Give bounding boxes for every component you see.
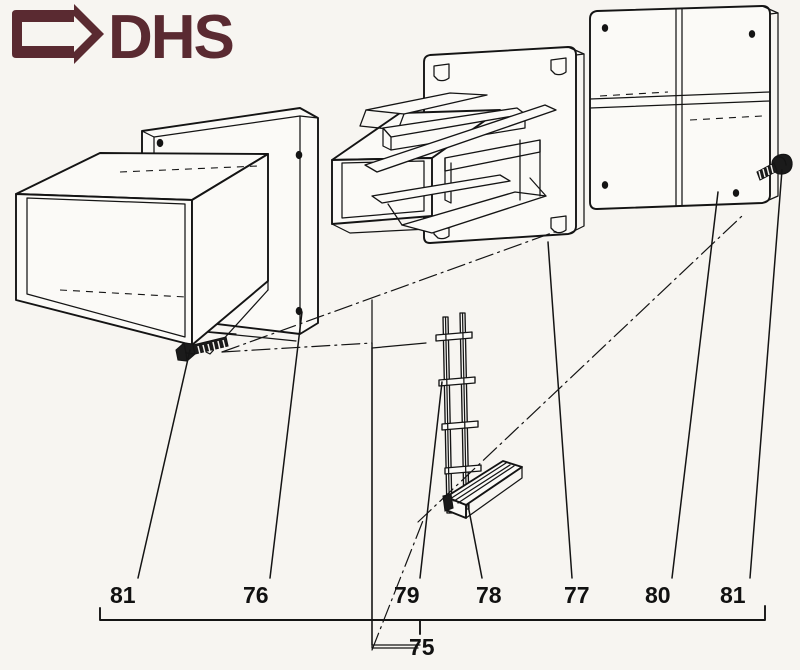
leader-77 bbox=[547, 241, 573, 579]
cover-hole-tr bbox=[748, 30, 756, 38]
callout-label-81-right: 81 bbox=[720, 582, 746, 608]
leader-81-right bbox=[749, 169, 783, 579]
cover-hole-br bbox=[732, 189, 740, 197]
part-78-channel-rail bbox=[442, 460, 523, 519]
callout-label-81-left: 81 bbox=[110, 582, 136, 608]
dhs-wordmark: DHS bbox=[108, 3, 235, 72]
ladder-rung-3 bbox=[441, 420, 479, 431]
flange-hole-tl bbox=[156, 138, 164, 148]
leader-79 bbox=[419, 381, 443, 579]
cover-hole-bl bbox=[601, 181, 609, 189]
leader-78 bbox=[467, 504, 483, 579]
callout-label-79: 79 bbox=[394, 582, 420, 608]
part-80-four-panel-cover-plate bbox=[589, 5, 779, 210]
ladder-rung-1 bbox=[435, 331, 473, 342]
callout-label-77: 77 bbox=[564, 582, 590, 608]
part-76-duct-housing-with-flange bbox=[15, 107, 319, 355]
callout-leader-lines bbox=[137, 169, 783, 579]
dhs-logo-svg: DHS bbox=[12, 3, 235, 72]
cover-hole-tl bbox=[601, 24, 609, 32]
part-81-round-screw-right bbox=[756, 153, 793, 181]
callout-label-78: 78 bbox=[476, 582, 502, 608]
dhs-logo: DHS bbox=[8, 2, 288, 72]
leader-81-left bbox=[137, 349, 191, 579]
ladder-rung-2 bbox=[438, 376, 476, 387]
callout-label-80: 80 bbox=[645, 582, 671, 608]
assembly-bracket-75 bbox=[99, 605, 766, 635]
duct-box-76 bbox=[15, 152, 269, 355]
part-81-hex-bolt-left bbox=[175, 336, 229, 362]
flange-hole-br bbox=[295, 306, 303, 316]
louver-vanes-77 bbox=[359, 92, 557, 234]
leader-80 bbox=[671, 191, 719, 579]
assembly-callout-label-75: 75 bbox=[409, 634, 435, 660]
dhs-arrow-icon bbox=[12, 4, 104, 64]
leader-76 bbox=[269, 311, 303, 579]
part-77-louver-duct-on-mounting-plate bbox=[331, 46, 585, 244]
svg-text:DHS: DHS bbox=[108, 3, 233, 66]
callout-label-76: 76 bbox=[243, 582, 269, 608]
flange-hole-tr bbox=[295, 150, 303, 160]
construction-outline bbox=[371, 342, 427, 649]
